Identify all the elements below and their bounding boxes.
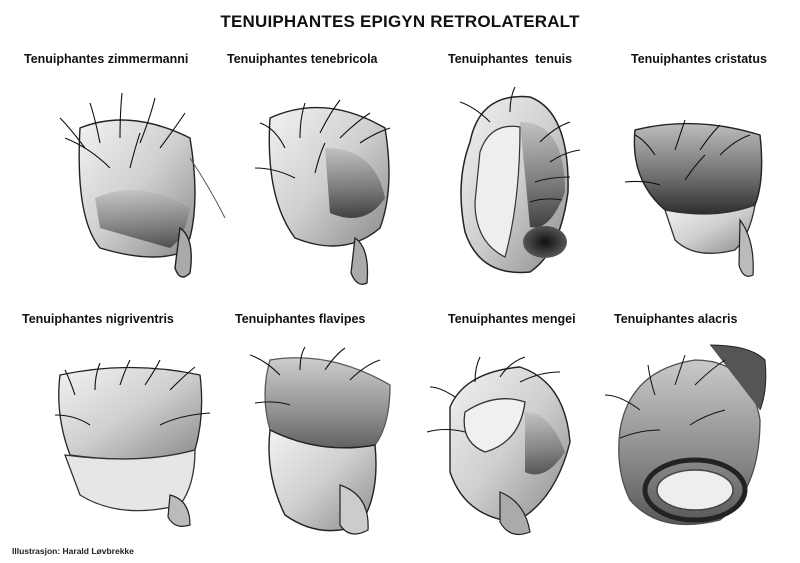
species-label-tenebricola: Tenuiphantes tenebricola: [227, 52, 378, 66]
illustration-credit: Illustrasjon: Harald Løvbrekke: [12, 546, 134, 556]
epigyne-drawing-mengei: [425, 352, 595, 542]
species-label-zimmermanni: Tenuiphantes zimmermanni: [24, 52, 189, 66]
page-title: TENUIPHANTES EPIGYN RETROLATERALT: [220, 12, 580, 31]
epigyne-drawing-cristatus: [615, 110, 775, 280]
epigyne-drawing-tenebricola: [245, 88, 415, 288]
species-label-cristatus: Tenuiphantes cristatus: [631, 52, 767, 66]
epigyne-drawing-alacris: [600, 340, 770, 540]
epigyne-drawing-nigriventris: [50, 355, 220, 535]
species-label-alacris: Tenuiphantes alacris: [614, 312, 738, 326]
species-label-mengei: Tenuiphantes mengei: [448, 312, 576, 326]
species-label-tenuis: Tenuiphantes tenuis: [448, 52, 573, 66]
epigyne-drawing-flavipes: [240, 345, 410, 545]
epigyne-drawing-zimmermanni: [40, 88, 230, 288]
epigyne-drawing-tenuis: [450, 82, 590, 302]
species-label-flavipes: Tenuiphantes flavipes: [235, 312, 366, 326]
species-label-nigriventris: Tenuiphantes nigriventris: [22, 312, 174, 326]
